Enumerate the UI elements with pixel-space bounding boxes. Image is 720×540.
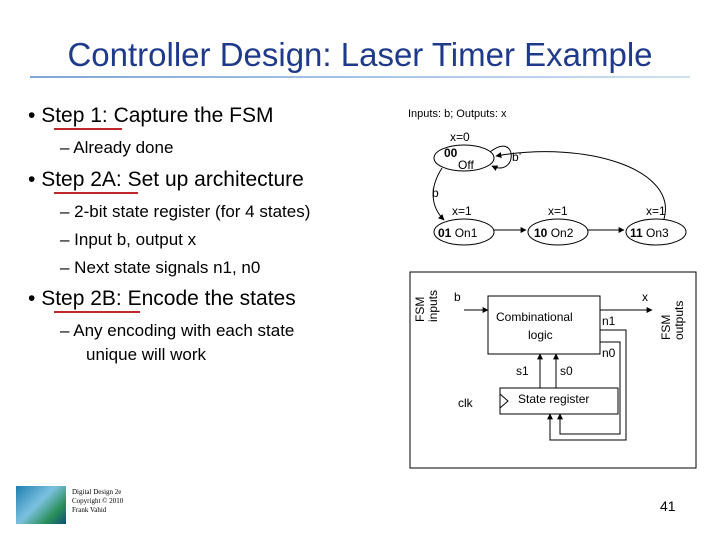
bullet-dot: • xyxy=(28,287,42,310)
state-register-label: State register xyxy=(518,392,590,406)
step2a-label: Step 2A xyxy=(41,168,116,191)
step2a-text: : Set up architecture xyxy=(115,168,304,191)
state-on1-output: x=1 xyxy=(452,204,472,218)
book-cover-logo xyxy=(16,486,66,524)
state-on3-code: 11 xyxy=(630,226,643,240)
step2a-sub-3: – Next state signals n1, n0 xyxy=(60,258,261,277)
footer-line-3: Frank Vahid xyxy=(72,506,107,514)
state-on1-name: On1 xyxy=(454,226,478,240)
state-on3-name: On3 xyxy=(646,226,669,240)
slide-title: Controller Design: Laser Timer Example xyxy=(67,36,653,73)
comb-logic-line1: Combinational xyxy=(496,310,573,324)
step2a-sub-2: – Input b, output x xyxy=(60,230,197,249)
bullet-dot: • xyxy=(28,168,42,191)
diagram-lines xyxy=(409,144,697,469)
state-on1: 01 On1 xyxy=(438,226,477,240)
step2b-text: : Encode the states xyxy=(115,287,296,310)
fsm-inputs-line1: FSM xyxy=(413,296,427,322)
step1-sub: – Already done xyxy=(60,138,174,157)
state-on1-code: 01 xyxy=(438,226,452,240)
fsm-inputs-line2: inputs xyxy=(426,289,440,322)
s0-label: s0 xyxy=(560,364,573,378)
state-on2: 10 On2 xyxy=(534,226,573,240)
step2b-label: Step 2B xyxy=(41,287,116,310)
step1-underline xyxy=(54,128,122,130)
footer-line-1: Digital Design 2e xyxy=(72,488,122,496)
transition-b-not: b’ xyxy=(512,150,522,164)
output-x-label: x xyxy=(642,290,648,304)
footer-line-2: Copyright © 2010 xyxy=(72,497,124,505)
clk-label: clk xyxy=(458,396,473,410)
n0-label: n0 xyxy=(602,346,616,360)
state-on2-name: On2 xyxy=(550,226,574,240)
input-b-label: b xyxy=(454,290,461,304)
transition-b: b xyxy=(432,186,439,200)
step2a-sub-1: – 2-bit state register (for 4 states) xyxy=(60,202,311,221)
state-off-output: x=0 xyxy=(450,130,470,144)
s1-label: s1 xyxy=(516,364,529,378)
state-off-name: Off xyxy=(458,158,474,172)
bullet-step2a: • Step 2A: Set up architecture xyxy=(28,168,304,192)
step1-text: : Capture the FSM xyxy=(101,104,274,127)
state-on2-output: x=1 xyxy=(548,204,568,218)
step2b-sub-1: – Any encoding with each state xyxy=(60,321,295,340)
footer-credits: Digital Design 2e Copyright © 2010 Frank… xyxy=(72,488,123,515)
state-on3-output: x=1 xyxy=(646,204,666,218)
fsm-outputs-line2: outputs xyxy=(672,300,686,340)
title-rule xyxy=(30,76,690,78)
step2b-sub-2: unique will work xyxy=(86,345,206,364)
step1-label: Step 1 xyxy=(41,104,102,127)
bullet-step1: • Step 1: Capture the FSM xyxy=(28,104,273,128)
fsm-outputs-line1: FSM xyxy=(659,314,673,340)
state-on3: 11 On3 xyxy=(630,226,669,240)
state-on2-code: 10 xyxy=(534,226,548,240)
comb-logic-line2: logic xyxy=(528,328,553,342)
page-number: 41 xyxy=(660,498,676,514)
diagram-header: Inputs: b; Outputs: x xyxy=(408,108,507,120)
state-off-code: 00 xyxy=(444,146,458,160)
step2b-underline xyxy=(54,311,140,313)
fsm-diagram: Inputs: b; Outputs: x x=0 00 Off x=1 01 … xyxy=(408,100,720,480)
bullet-step2b: • Step 2B: Encode the states xyxy=(28,287,296,311)
step2a-underline xyxy=(54,192,138,194)
n1-label: n1 xyxy=(602,314,616,328)
bullet-dot: • xyxy=(28,104,42,127)
